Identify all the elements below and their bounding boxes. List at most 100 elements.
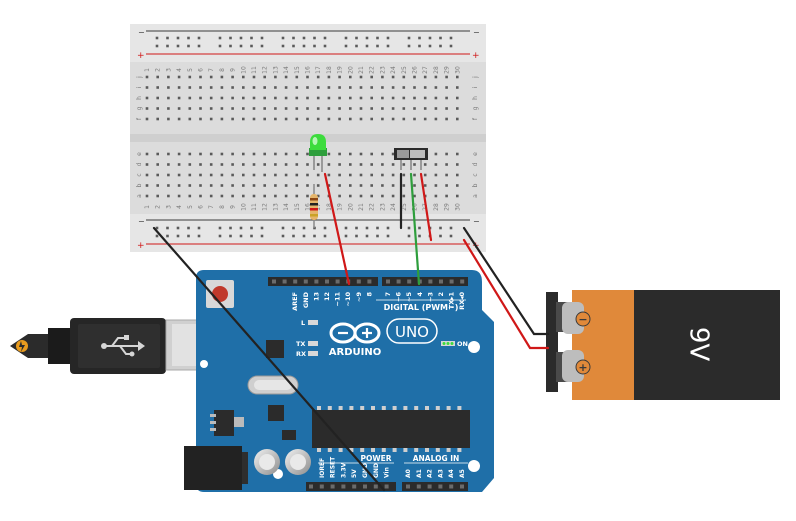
breadboard-hole: [316, 107, 320, 110]
chip-pin: [381, 406, 386, 410]
analog-pin-socket[interactable]: [427, 484, 432, 489]
breadboard-hole: [156, 107, 159, 110]
row-letter: i: [136, 86, 143, 88]
rail-hole: [260, 234, 264, 238]
header-pin-socket[interactable]: [356, 279, 361, 284]
rail-hole: [439, 36, 442, 40]
breadboard-hole: [252, 86, 256, 89]
breadboard-hole: [177, 107, 181, 110]
breadboard-hole: [177, 86, 181, 89]
analog-pin-socket[interactable]: [449, 484, 454, 489]
wire-led-to-pin9[interactable]: [323, 172, 351, 286]
breadboard-hole: [381, 173, 384, 177]
breadboard-hole: [445, 75, 448, 79]
header-pin-socket[interactable]: [449, 279, 454, 284]
battery-positive-terminal: [562, 350, 584, 382]
analog-pin-socket[interactable]: [438, 484, 443, 489]
column-number: 21: [358, 203, 365, 211]
rail-hole: [313, 44, 316, 48]
breadboard-hole: [349, 96, 352, 100]
breadboard[interactable]: − − + + − − + + 112233445566778899101011…: [130, 24, 486, 252]
power-pin-socket[interactable]: [363, 484, 367, 489]
header-pin-socket[interactable]: [439, 279, 443, 284]
rail-hole: [187, 36, 190, 40]
column-number: 23: [379, 66, 386, 74]
header-pin-socket[interactable]: [407, 279, 412, 284]
resistor[interactable]: [310, 184, 318, 228]
breadboard-hole: [413, 86, 416, 89]
breadboard-hole: [284, 152, 288, 156]
breadboard-hole: [242, 96, 245, 100]
rail-hole: [365, 44, 369, 48]
breadboard-hole: [220, 96, 224, 100]
rail-hole: [187, 44, 190, 48]
rail-hole: [386, 226, 390, 230]
slide-switch[interactable]: [394, 148, 428, 170]
breadboard-hole: [306, 107, 309, 110]
breadboard-hole: [402, 163, 406, 166]
rail-hole: [155, 226, 159, 230]
breadboard-hole: [252, 107, 256, 110]
chip-pin: [414, 406, 419, 410]
analog-pin-socket[interactable]: [416, 484, 421, 489]
breadboard-hole: [434, 173, 438, 177]
chip-pin: [338, 406, 343, 410]
header-pin-socket[interactable]: [282, 279, 287, 284]
analog-pin-socket[interactable]: [406, 484, 410, 489]
breadboard-hole: [231, 96, 234, 100]
breadboard-hole: [231, 194, 234, 198]
led-tx-label: TX: [296, 340, 305, 348]
header-pin-socket[interactable]: [293, 279, 298, 284]
breadboard-hole: [456, 96, 459, 100]
power-pin-socket[interactable]: [309, 484, 313, 489]
breadboard-hole: [295, 163, 299, 166]
breadboard-hole: [177, 75, 181, 79]
header-pin-socket[interactable]: [335, 279, 340, 284]
header-pin-socket[interactable]: [396, 279, 401, 284]
breadboard-hole: [434, 86, 438, 89]
wire-ground-rail-to-gnd[interactable]: [152, 226, 386, 492]
rail-hole: [355, 234, 358, 238]
breadboard-hole: [456, 163, 459, 166]
power-pin-socket[interactable]: [384, 484, 389, 489]
rail-hole: [449, 44, 453, 48]
header-pin-socket[interactable]: [428, 279, 433, 284]
power-jack: [184, 446, 242, 490]
battery-9v[interactable]: − + 9V: [546, 290, 780, 400]
header-pin-socket[interactable]: [303, 279, 308, 284]
battery-negative-terminal: [562, 302, 584, 334]
breadboard-hole: [167, 86, 170, 89]
on-label: ON: [457, 340, 468, 348]
breadboard-hole: [231, 117, 234, 121]
wire-battery-positive[interactable]: [462, 238, 550, 350]
rail-hole: [176, 44, 180, 48]
power-pin-socket[interactable]: [373, 484, 378, 489]
breadboard-hole: [167, 163, 170, 166]
header-pin-socket[interactable]: [367, 279, 372, 284]
wire-switch-to-pin4[interactable]: [409, 172, 421, 286]
rail-hole: [229, 226, 232, 230]
column-number: 16: [305, 66, 312, 74]
analog-pin-socket[interactable]: [460, 484, 464, 489]
wire-switch-to-power-rail[interactable]: [419, 172, 433, 242]
column-number: 15: [294, 66, 301, 74]
header-pin-socket[interactable]: [460, 279, 465, 284]
power-pin-socket[interactable]: [330, 484, 335, 489]
wire-battery-negative[interactable]: [462, 226, 550, 336]
green-led[interactable]: [309, 134, 327, 172]
column-number: 19: [337, 66, 344, 74]
chip-pin: [349, 406, 354, 410]
header-pin-socket[interactable]: [325, 279, 329, 284]
breadboard-hole: [338, 75, 341, 79]
chip-pin: [446, 406, 451, 410]
rail-hole: [239, 226, 243, 230]
header-pin-socket[interactable]: [272, 279, 276, 284]
power-pin-socket[interactable]: [352, 484, 357, 489]
power-pin-socket[interactable]: [341, 484, 346, 489]
header-pin-socket[interactable]: [386, 279, 390, 284]
rail-hole: [229, 36, 232, 40]
breadboard-hole: [295, 184, 299, 187]
power-pin-socket[interactable]: [319, 484, 324, 489]
header-pin-socket[interactable]: [314, 279, 319, 284]
